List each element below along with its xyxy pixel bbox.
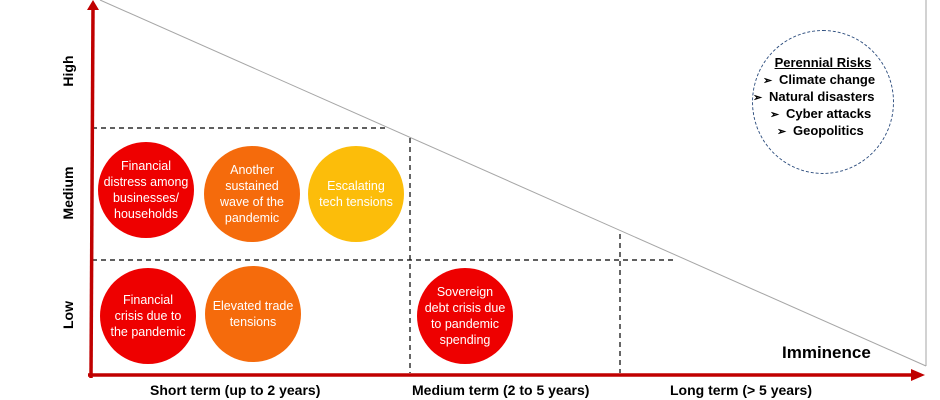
risk-label-line: crisis due to [114,309,182,323]
risk-label-line: Escalating [327,179,385,193]
risk-label-line: Financial [120,159,171,173]
perennial-risks-circle: Perennial Risks ➢ Climate change ➢ Natural… [752,30,894,174]
risk-label-line: Financial [122,293,174,307]
risk-label-line: households [114,207,178,221]
perennial-risk-item: ➢ Climate change [763,72,875,87]
risk-bubble: Financial distress among businesses/househ… [98,142,194,238]
perennial-risks-title: Perennial Risks [774,55,872,70]
y-axis-arrowhead [87,0,99,10]
risk-label: Financial crisis due to the pandemic [110,292,185,340]
risk-label-line: wave of the [220,195,284,209]
risk-label-line: distress among [103,175,189,189]
perennial-risk-label: Climate change [779,72,876,87]
x-label-medium-term: Medium term (2 to 5 years) [412,382,590,398]
arrow-bullet-icon: ➢ [753,92,763,104]
arrow-bullet-icon: ➢ [763,75,773,87]
perennial-risk-label: Geopolitics [793,123,864,138]
x-label-short-term: Short term (up to 2 years) [150,382,321,398]
risk-bubble: Sovereign debt crisis due to pandemic spend… [417,268,513,364]
perennial-risk-label: Natural disasters [769,89,875,104]
risk-label: Financial distress among businesses/househ… [104,158,189,222]
risk-label-line: businesses/ [112,191,179,205]
arrow-bullet-icon: ➢ [777,126,787,138]
risk-label-line: spending [439,333,491,347]
risk-label-line: pandemic [224,211,280,225]
perennial-risk-item: ➢ Geopolitics [777,123,864,138]
x-axis-arrowhead [911,369,925,381]
risk-bubble: Escalating tech tensions [308,146,404,242]
perennial-risk-label: Cyber attacks [786,106,872,121]
risk-label: Escalating tech tensions [319,178,393,210]
risk-label: Sovereign debt crisis due to pandemic spend… [425,284,506,348]
boundary-diagonal [99,0,927,367]
y-label-low: Low [60,301,76,329]
risk-label-line: Elevated trade [212,299,294,313]
risk-label-line: debt crisis due [424,301,506,315]
risk-bubble: Elevated trade tensions [205,266,301,362]
risk-label-line: tensions [229,315,277,329]
y-label-medium: Medium [60,166,76,220]
risk-bubble: Another sustained wave of the pandemic [204,146,300,242]
risk-bubble: Financial crisis due to the pandemic [100,268,196,364]
risk-label-line: the pandemic [110,325,186,339]
risk-label: Elevated trade tensions [213,298,294,330]
risk-label-line: tech tensions [319,195,393,209]
perennial-risk-item: ➢ Cyber attacks [770,106,871,121]
risk-label-line: sustained [225,179,279,193]
risk-label-line: to pandemic [430,317,500,331]
risk-label-line: Another [230,163,274,177]
x-label-long-term: Long term (> 5 years) [670,382,812,398]
arrow-bullet-icon: ➢ [770,109,780,121]
y-label-high: High [60,55,76,87]
perennial-risk-item: ➢ Natural disasters [753,89,875,104]
x-axis-title: Imminence [782,343,871,362]
risk-label: Another sustained wave of the pandemic [220,162,284,226]
risk-label-line: Sovereign [436,285,494,299]
y-axis [89,9,95,379]
